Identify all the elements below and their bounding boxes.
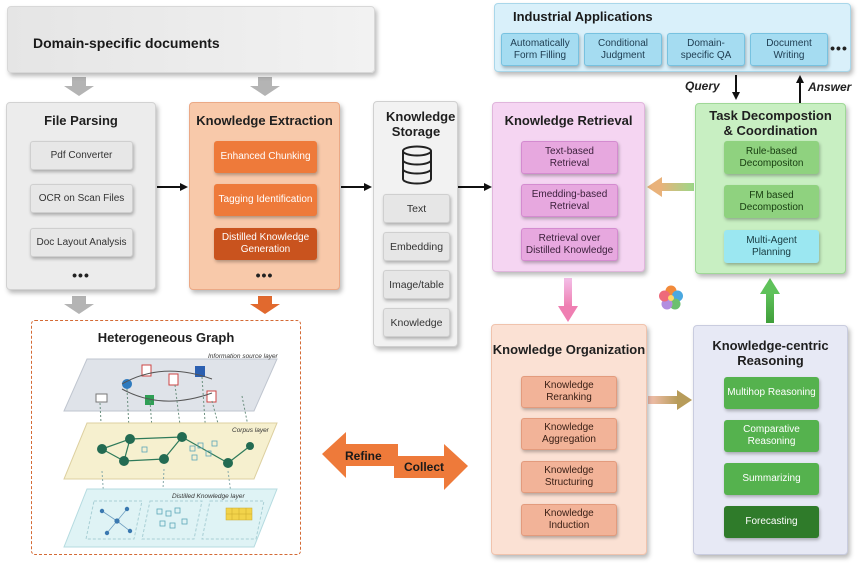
comparative-reasoning-chip: Comparative Reasoning: [724, 420, 819, 452]
parsing-to-graph-arrow: [64, 296, 94, 314]
info-source-icons: [95, 364, 217, 405]
distilled-knowledge-generation-chip: Distilled Knowledge Generation: [214, 228, 317, 260]
domain-docs-title: Domain-specific documents: [33, 35, 220, 51]
tagging-identification-chip: Tagging Identification: [214, 184, 317, 216]
extraction-to-graph-arrow: [250, 296, 280, 314]
knowledge-organization-title: Knowledge Organization: [492, 342, 646, 357]
docs-to-parsing-arrow: [64, 77, 94, 96]
form-filling-chip: Automatically Form Filling: [501, 33, 579, 66]
corpus-layer-label: Corpus layer: [232, 427, 270, 434]
knowledge-extraction-panel: Knowledge Extraction Enhanced Chunking T…: [189, 102, 340, 290]
knowledge-retrieval-title: Knowledge Retrieval: [504, 113, 633, 128]
storage-knowledge-chip: Knowledge: [383, 308, 450, 337]
conditional-judgment-chip: Conditional Judgment: [584, 33, 662, 66]
knowledge-reranking-chip: Knowledge Reranking: [521, 376, 617, 408]
knowledge-induction-chip: Knowledge Induction: [521, 504, 617, 536]
knowledge-structuring-chip: Knowledge Structuring: [521, 461, 617, 493]
knowledge-extraction-title: Knowledge Extraction: [196, 113, 333, 128]
layered-graph-illustration: Information source layer Corpus layer Di…: [63, 353, 279, 548]
multihop-reasoning-chip: Multihop Reasoning: [724, 377, 819, 409]
task-decomposition-panel: Task Decompostion & Coordination Rule-ba…: [695, 103, 846, 274]
heterogeneous-graph-panel: Heterogeneous Graph: [31, 320, 301, 555]
knowledge-retrieval-panel: Knowledge Retrieval Text-based Retrieval…: [492, 102, 645, 272]
doc-layout-analysis-chip: Doc Layout Analysis: [30, 228, 133, 257]
storage-embedding-chip: Embedding: [383, 232, 450, 261]
knowledge-reasoning-panel: Knowledge-centric Reasoning Multihop Rea…: [693, 325, 848, 555]
distilled-knowledge-layer-label: Distilled Knowledge layer: [172, 493, 245, 500]
refine-label: Refine: [345, 449, 382, 463]
distilled-knowledge-network: [85, 500, 265, 540]
task-to-retrieval-arrow: [647, 177, 694, 197]
ocr-scan-files-chip: OCR on Scan Files: [30, 184, 133, 213]
docs-to-extraction-arrow: [250, 77, 280, 96]
retrieval-distilled-knowledge-chip: Retrieval over Distilled Knowledge: [521, 228, 618, 261]
retrieval-to-organization-arrow: [558, 278, 578, 322]
industrial-applications-title: Industrial Applications: [513, 9, 653, 24]
flower-icon: [659, 285, 683, 310]
file-parsing-title: File Parsing: [44, 113, 118, 128]
heterogeneous-graph-title: Heterogeneous Graph: [97, 330, 235, 345]
enhanced-chunking-chip: Enhanced Chunking: [214, 141, 317, 173]
fm-based-decomposition-chip: FM based Decompostion: [724, 185, 819, 218]
rule-based-decomposition-chip: Rule-based Decompositon: [724, 141, 819, 174]
domain-specific-qa-chip: Domain-specific QA: [667, 33, 745, 66]
info-source-layer-label: Information source layer: [208, 353, 279, 360]
database-icon: [402, 145, 432, 185]
answer-label: Answer: [808, 80, 852, 94]
pdf-converter-chip: Pdf Converter: [30, 141, 133, 170]
knowledge-reasoning-title: Knowledge-centric Reasoning: [712, 338, 829, 368]
text-based-retrieval-chip: Text-based Retrieval: [521, 141, 618, 174]
file-parsing-panel: File Parsing Pdf Converter OCR on Scan F…: [6, 102, 156, 290]
file-parsing-more: •••: [72, 267, 90, 283]
reasoning-to-task-arrow: [760, 278, 780, 323]
knowledge-organization-panel: Knowledge Organization Knowledge Reranki…: [491, 324, 647, 555]
knowledge-extraction-more: •••: [255, 267, 274, 283]
collect-label: Collect: [404, 460, 445, 474]
storage-text-chip: Text: [383, 194, 450, 223]
document-writing-chip: Document Writing: [750, 33, 828, 66]
summarizing-chip: Summarizing: [724, 463, 819, 495]
collect-arrow: [394, 444, 468, 490]
storage-image-table-chip: Image/table: [383, 270, 450, 299]
organization-to-reasoning-arrow: [648, 390, 692, 410]
refine-collect-arrows: [322, 432, 468, 490]
industrial-applications-more: •••: [830, 40, 848, 56]
knowledge-storage-panel: Knowledge Storage Text Embedding Image/t…: [373, 101, 458, 347]
query-label: Query: [685, 79, 720, 93]
refine-arrow: [322, 432, 398, 478]
knowledge-storage-title: Knowledge Storage: [386, 109, 456, 139]
knowledge-aggregation-chip: Knowledge Aggregation: [521, 418, 617, 450]
embedding-based-retrieval-chip: Emedding-based Retrieval: [521, 184, 618, 217]
multi-agent-planning-chip: Multi-Agent Planning: [724, 230, 819, 263]
task-decomposition-title: Task Decompostion & Coordination: [709, 108, 832, 138]
forecasting-chip: Forecasting: [724, 506, 819, 538]
industrial-applications-panel: Industrial Applications Automatically Fo…: [494, 3, 851, 72]
corpus-network: [97, 432, 254, 468]
domain-docs-box: Domain-specific documents: [7, 6, 375, 73]
